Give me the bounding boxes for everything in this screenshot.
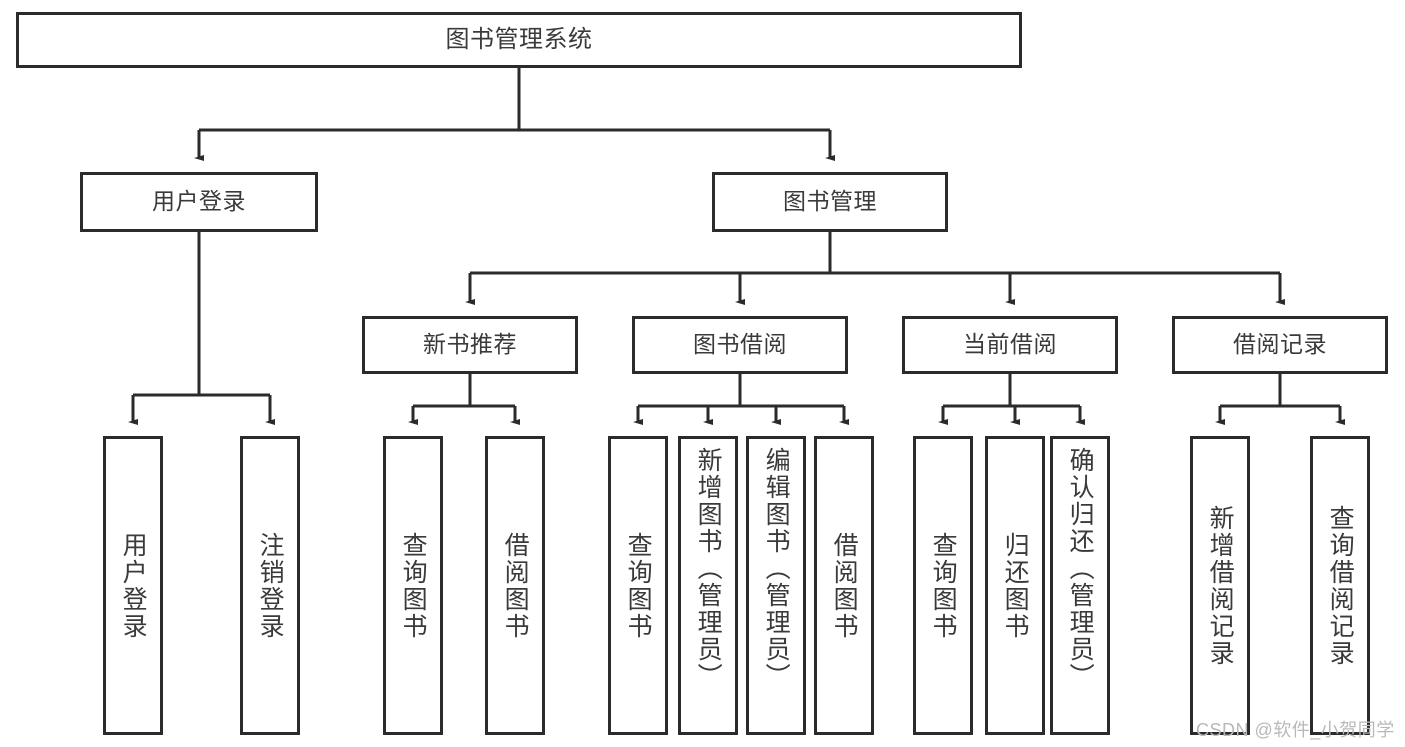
leaf-add-book[interactable]: 新增图书（管理员） xyxy=(678,436,738,735)
leaf-user-login-label: 用户登录 xyxy=(119,531,148,640)
leaf-query-book-current[interactable]: 查询图书 xyxy=(913,436,973,735)
leaf-borrow-book-label: 借阅图书 xyxy=(830,531,859,640)
node-user-login-label: 用户登录 xyxy=(152,188,246,215)
leaf-borrow-book[interactable]: 借阅图书 xyxy=(814,436,874,735)
leaf-query-book-borrow-label: 查询图书 xyxy=(624,531,653,640)
node-current-borrow[interactable]: 当前借阅 xyxy=(902,316,1118,374)
node-new-book-recommend-label: 新书推荐 xyxy=(423,331,517,358)
leaf-query-book-recommend[interactable]: 查询图书 xyxy=(383,436,443,735)
node-root-label: 图书管理系统 xyxy=(445,25,593,53)
node-borrow-record[interactable]: 借阅记录 xyxy=(1172,316,1388,374)
csdn-watermark: CSDN @软件_小贺同学 xyxy=(1196,720,1395,740)
leaf-query-borrow-record[interactable]: 查询借阅记录 xyxy=(1310,436,1370,735)
leaf-confirm-return-label: 确认归还（管理员） xyxy=(1066,447,1095,690)
leaf-return-book[interactable]: 归还图书 xyxy=(985,436,1045,735)
node-book-manage[interactable]: 图书管理 xyxy=(712,172,948,232)
leaf-query-book-borrow[interactable]: 查询图书 xyxy=(608,436,668,735)
leaf-query-book-current-label: 查询图书 xyxy=(929,531,958,640)
leaf-edit-book[interactable]: 编辑图书（管理员） xyxy=(746,436,806,735)
leaf-add-borrow-record-label: 新增借阅记录 xyxy=(1206,504,1235,667)
node-current-borrow-label: 当前借阅 xyxy=(963,331,1057,358)
node-book-manage-label: 图书管理 xyxy=(783,188,877,215)
leaf-query-book-recommend-label: 查询图书 xyxy=(399,531,428,640)
leaf-borrow-book-recommend-label: 借阅图书 xyxy=(501,531,530,640)
leaf-logout-login-label: 注销登录 xyxy=(256,531,285,640)
node-book-borrow[interactable]: 图书借阅 xyxy=(632,316,848,374)
node-user-login[interactable]: 用户登录 xyxy=(80,172,318,232)
leaf-return-book-label: 归还图书 xyxy=(1001,531,1030,640)
leaf-add-book-label: 新增图书（管理员） xyxy=(694,447,723,690)
node-root[interactable]: 图书管理系统 xyxy=(16,12,1022,68)
leaf-edit-book-label: 编辑图书（管理员） xyxy=(762,447,791,690)
leaf-add-borrow-record[interactable]: 新增借阅记录 xyxy=(1190,436,1250,735)
leaf-user-login[interactable]: 用户登录 xyxy=(103,436,163,735)
leaf-logout-login[interactable]: 注销登录 xyxy=(240,436,300,735)
leaf-query-borrow-record-label: 查询借阅记录 xyxy=(1326,504,1355,667)
leaf-borrow-book-recommend[interactable]: 借阅图书 xyxy=(485,436,545,735)
leaf-confirm-return[interactable]: 确认归还（管理员） xyxy=(1050,436,1110,735)
node-new-book-recommend[interactable]: 新书推荐 xyxy=(362,316,578,374)
node-book-borrow-label: 图书借阅 xyxy=(693,331,787,358)
node-borrow-record-label: 借阅记录 xyxy=(1233,331,1327,358)
